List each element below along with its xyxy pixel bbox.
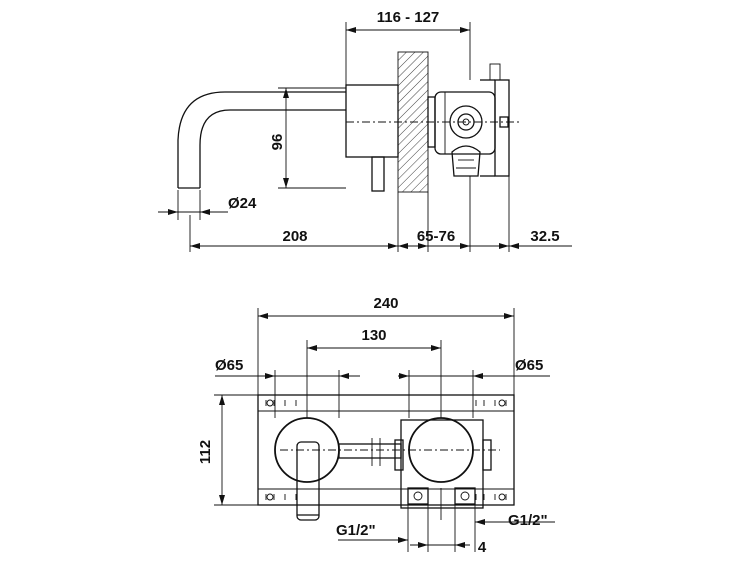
dim-install-depth: 116 - 127 (345, 9, 471, 85)
label-left-diameter: Ø65 (215, 357, 243, 374)
dim-bottom-chain: 208 65-76 32.5 (189, 176, 572, 252)
label-total-width: 240 (373, 295, 398, 312)
label-thread-left: G1/2" (336, 522, 376, 539)
front-view: 240 130 Ø65 Ø65 (197, 295, 555, 556)
label-offset: 4 (478, 539, 487, 556)
side-view: 116 - 127 96 Ø24 (158, 9, 572, 252)
label-thread-right: G1/2" (508, 512, 548, 529)
label-plate-height: 112 (197, 440, 214, 464)
dim-threads: G1/2" G1/2" 4 (336, 505, 555, 556)
dim-plate-height: 112 (197, 394, 258, 506)
dim-right-diameter: Ø65 (398, 357, 550, 418)
dim-pipe-diameter: Ø24 (158, 190, 257, 220)
label-right-diameter: Ø65 (515, 357, 543, 374)
spout (177, 91, 346, 189)
mounting-plate (257, 394, 515, 506)
label-back-offset: 32.5 (530, 228, 559, 245)
label-pipe-diameter: Ø24 (228, 195, 257, 212)
spout-body (345, 84, 399, 158)
dim-center-distance: 130 (306, 327, 442, 418)
label-center-distance: 130 (361, 327, 386, 344)
dim-left-diameter: Ø65 (215, 357, 360, 418)
label-height: 96 (269, 134, 286, 151)
dim-total-width: 240 (257, 295, 515, 395)
dim-height: 96 (269, 87, 346, 189)
spout-neck (371, 156, 385, 192)
label-spout-length: 208 (282, 228, 307, 245)
label-wall-range: 65-76 (417, 228, 455, 245)
valve-body (427, 63, 510, 177)
label-install-depth: 116 - 127 (377, 9, 440, 26)
